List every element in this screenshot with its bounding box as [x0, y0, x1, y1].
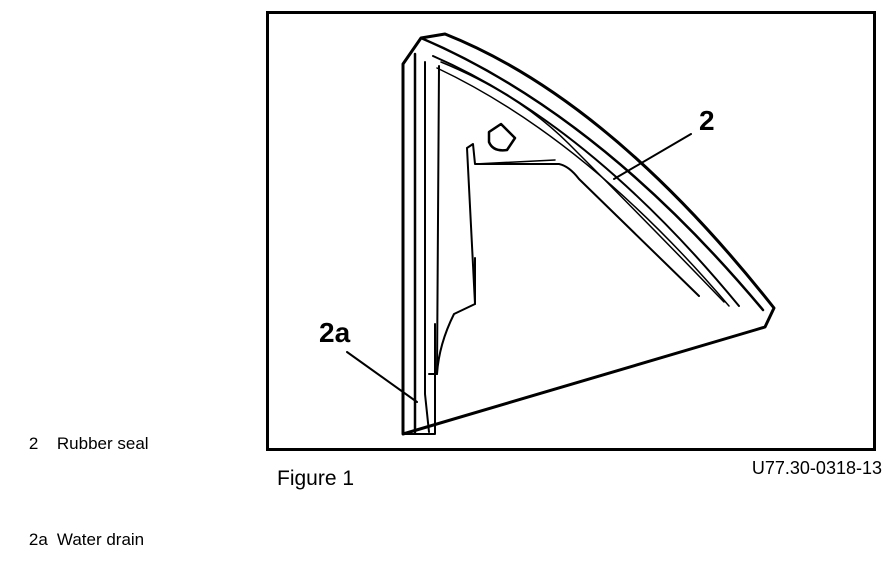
- seal-line-inner-2: [436, 67, 730, 307]
- leader-line-drain: [346, 351, 418, 403]
- inner-panel-ledge: [474, 159, 556, 165]
- callout-drain: 2a: [319, 317, 351, 348]
- leader-line-seal: [613, 133, 692, 180]
- legend-item-rubber-seal: 2 Rubber seal: [10, 396, 149, 492]
- legend: 2 Rubber seal 2a Water drain: [10, 396, 149, 588]
- window-frame-outline: [401, 32, 776, 436]
- legend-label: Water drain: [56, 530, 145, 549]
- callout-seal: 2: [699, 105, 715, 136]
- seal-line-inner: [432, 55, 740, 307]
- clip: [487, 122, 517, 152]
- pillar-line-mid: [424, 61, 430, 433]
- legend-key: 2a: [28, 530, 48, 549]
- seal-line-outer: [419, 36, 765, 312]
- legend-key: 2: [28, 434, 39, 453]
- drain-tube: [402, 323, 438, 435]
- window-seal-illustration: 2 2a: [319, 32, 776, 436]
- legend-label: Rubber seal: [56, 434, 149, 453]
- legend-item-water-drain: 2a Water drain: [10, 492, 149, 588]
- figure-frame: 2 2a: [266, 11, 876, 451]
- figure-caption: Figure 1: [277, 467, 355, 490]
- inner-panel: [466, 143, 700, 305]
- reference-code: U77.30-0318-13: [751, 458, 882, 478]
- seal-groove: [440, 61, 725, 303]
- pillar-line-inner: [436, 65, 476, 375]
